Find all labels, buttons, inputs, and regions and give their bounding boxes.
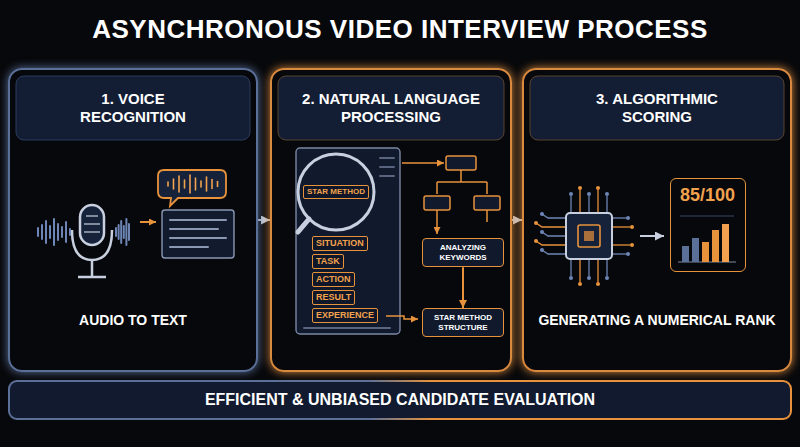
stage-caption: GENERATING A NUMERICAL RANK xyxy=(526,312,788,329)
box-label: ANALYZING KEYWORDS xyxy=(426,243,500,262)
keyword-tag: ACTION xyxy=(312,272,355,287)
stage-panel: 1. VOICE RECOGNITION AUDIO TO TEXT xyxy=(8,68,258,372)
process-box: STAR METHOD STRUCTURE xyxy=(422,308,504,337)
keyword-tag: RESULT xyxy=(312,290,355,305)
keyword-tag: STAR METHOD xyxy=(303,185,369,199)
flow-connector xyxy=(258,219,270,221)
sound-wave xyxy=(38,219,129,245)
header-band xyxy=(16,76,250,140)
stage-heading: 1. VOICE RECOGNITION xyxy=(48,90,218,126)
process-box: ANALYZING KEYWORDS xyxy=(422,238,504,267)
microphone-icon xyxy=(72,205,112,277)
flow-arrow xyxy=(140,221,156,223)
stage-caption: EFFICIENT & UNBIASED CANDIDATE EVALUATIO… xyxy=(15,390,785,409)
flow-connector xyxy=(462,267,464,308)
box-label: STAR METHOD STRUCTURE xyxy=(426,313,500,332)
processor-chip xyxy=(566,213,612,259)
stage-panel: ANALYZING KEYWORDS STAR METHOD STRUCTURE 2… xyxy=(270,68,512,372)
stage-panel: 85/100 3. ALGORITHMIC SCORING GENERATING A… xyxy=(522,68,792,372)
flow-connector xyxy=(512,219,522,221)
stage-heading: 3. ALGORITHMIC SCORING xyxy=(562,90,752,126)
speech-bubble xyxy=(158,170,226,206)
header-band xyxy=(278,76,504,140)
keyword-tag: TASK xyxy=(312,254,344,269)
header-band xyxy=(530,76,784,140)
bar-outline xyxy=(9,381,791,419)
score-value: 85/100 xyxy=(672,185,744,207)
text-document xyxy=(162,210,234,258)
summary-bar: EFFICIENT & UNBIASED CANDIDATE EVALUATIO… xyxy=(8,380,792,420)
circuit-traces xyxy=(534,186,634,286)
magnifier-icon xyxy=(298,154,374,232)
bar-chart xyxy=(678,216,736,262)
score-screen: 85/100 xyxy=(670,178,746,272)
stage-heading: 2. NATURAL LANGUAGE PROCESSING xyxy=(280,90,502,126)
stage-caption: AUDIO TO TEXT xyxy=(15,312,251,329)
transcript-document xyxy=(296,148,400,334)
diagram-title: ASYNCHRONOUS VIDEO INTERVIEW PROCESS xyxy=(0,14,800,45)
keyword-tag: EXPERIENCE xyxy=(312,308,378,323)
flow-arrow xyxy=(640,235,664,237)
keyword-tag: SITUATION xyxy=(312,236,368,251)
